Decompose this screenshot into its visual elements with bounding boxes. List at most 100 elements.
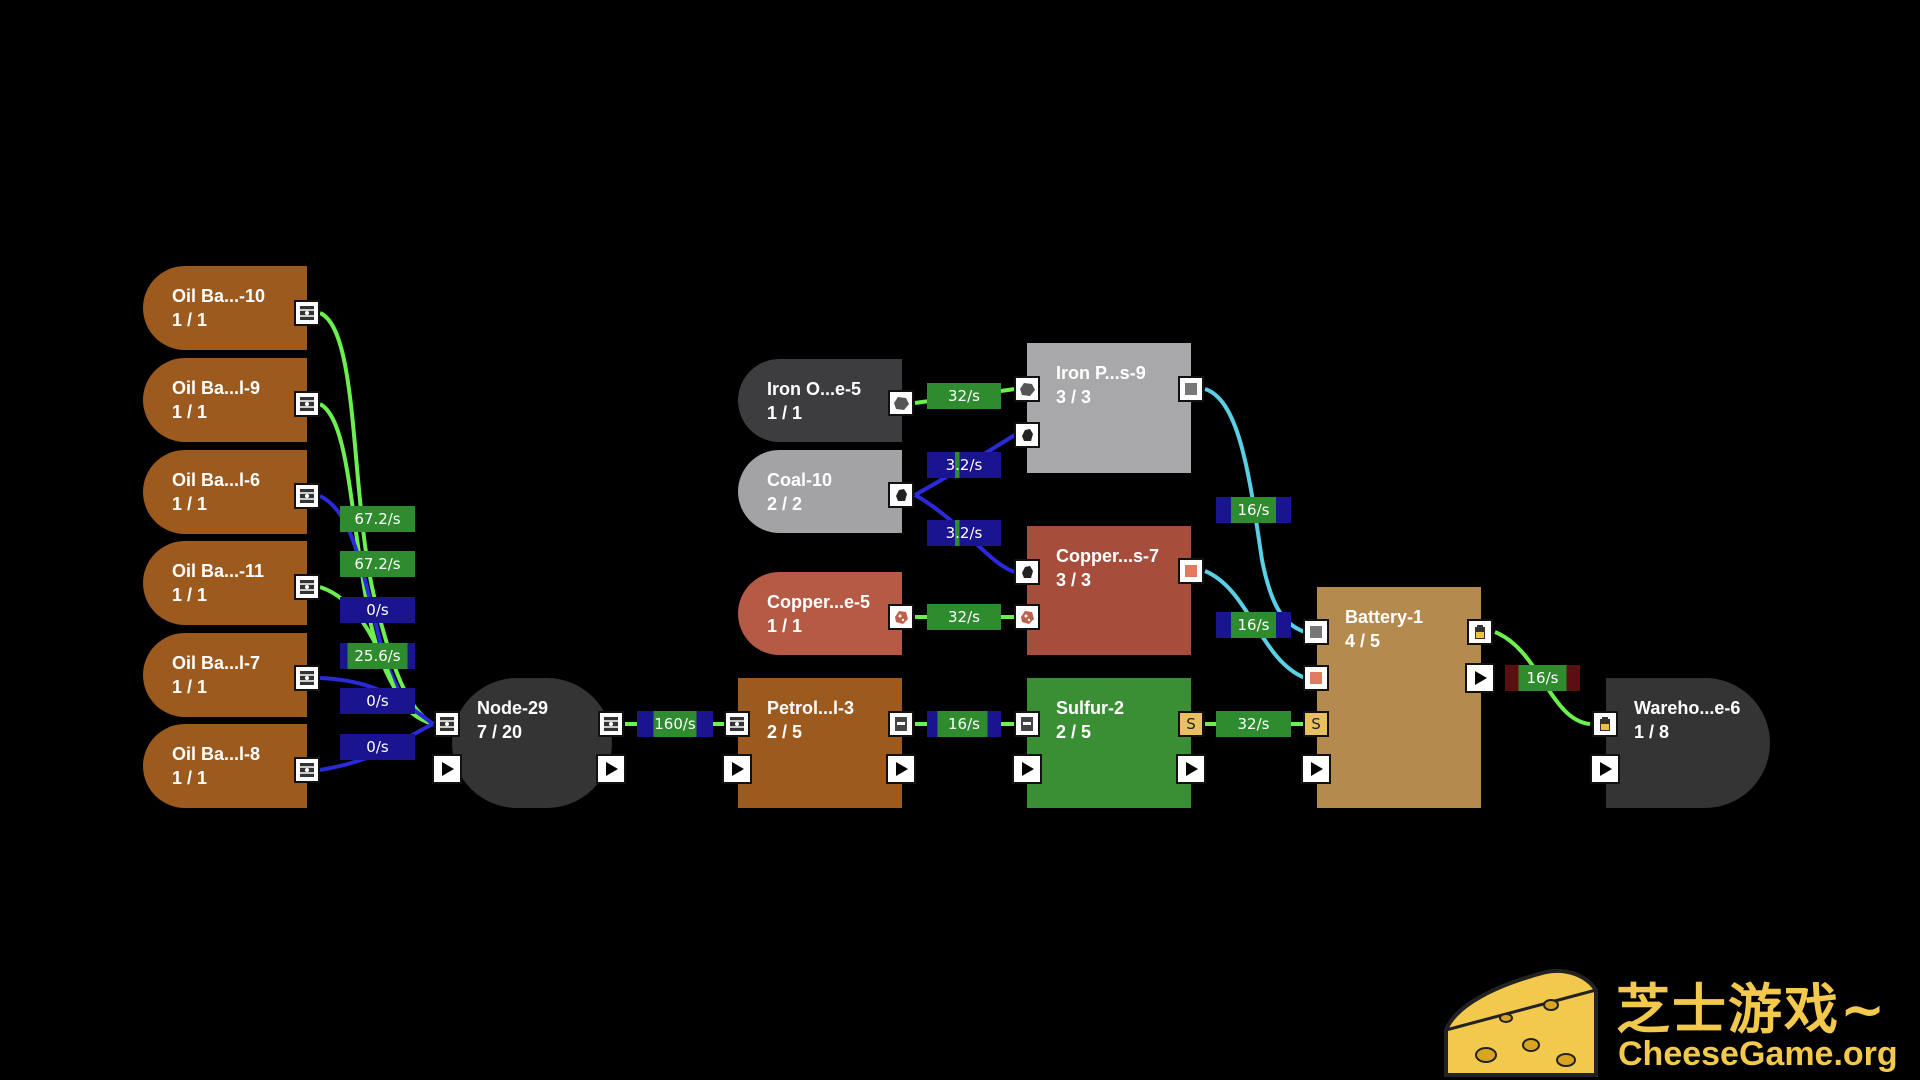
input-port-sulfur[interactable] [1014,711,1040,737]
output-port-oil-barrel-10[interactable] [294,300,320,326]
barrel-icon [300,489,314,503]
play-button-petroleum-out[interactable] [886,754,916,784]
watermark-english-text: CheeseGame.org [1618,1035,1898,1073]
rate-copper-ore: 32/s [927,604,1001,630]
rate-oil-barrel-7: 0/s [340,688,415,714]
rate-oil-barrel-11: 25.6/s [340,643,415,669]
input-port-warehouse[interactable] [1592,711,1618,737]
play-icon [442,762,454,776]
node-count: 2 / 2 [767,494,803,514]
rate-battery-to-warehouse: 16/s [1505,665,1580,691]
sulfur-icon: S [1311,715,1321,733]
output-port-oil-barrel-8[interactable] [294,757,320,783]
node-coal-10[interactable]: Coal-10 2 / 2 [738,450,902,533]
node-petroleum-3[interactable]: Petrol...l-3 2 / 5 [738,678,902,808]
input-port-copper-plate-ore[interactable] [1014,604,1040,630]
input-port-iron-plate-ore[interactable] [1014,376,1040,402]
node-count: 1 / 1 [172,585,208,605]
node-iron-plates-9[interactable]: Iron P...s-9 3 / 3 [1027,343,1191,473]
output-port-oil-barrel-11[interactable] [294,574,320,600]
play-button-sulfur-out[interactable] [1176,754,1206,784]
barrel-icon [300,580,314,594]
node-title: Battery-1 [1345,607,1424,627]
node-iron-ore-5[interactable]: Iron O...e-5 1 / 1 [738,359,902,442]
node-oil-barrel-9[interactable]: Oil Ba...l-9 1 / 1 [143,358,307,442]
node-title: Oil Ba...l-6 [172,470,261,490]
node-sulfur-2[interactable]: Sulfur-2 2 / 5 [1027,678,1191,808]
node-title: Iron P...s-9 [1056,363,1146,383]
node-copper-plates-7[interactable]: Copper...s-7 3 / 3 [1027,526,1191,655]
node-29[interactable]: Node-29 7 / 20 [452,678,612,808]
input-port-petroleum[interactable] [724,711,750,737]
node-count: 1 / 1 [172,310,208,330]
barrel-icon [604,717,618,731]
node-oil-barrel-11[interactable]: Oil Ba...-11 1 / 1 [143,541,307,625]
input-port-battery-copper[interactable] [1303,665,1329,691]
rate-node-to-petrol: 160/s [637,711,713,737]
play-button-battery-in[interactable] [1301,754,1331,784]
barrel-icon [300,763,314,777]
rate-oil-barrel-10: 67.2/s [340,506,415,532]
play-button-node-29-out[interactable] [596,754,626,784]
node-oil-barrel-8[interactable]: Oil Ba...l-8 1 / 1 [143,724,307,808]
node-title: Copper...e-5 [767,592,871,612]
input-port-node-29[interactable] [434,711,460,737]
node-count: 2 / 5 [1056,722,1092,742]
output-port-petroleum[interactable] [888,711,914,737]
node-battery-1[interactable]: Battery-1 4 / 5 [1317,587,1481,808]
output-port-coal[interactable] [888,482,914,508]
input-port-copper-plate-coal[interactable] [1014,559,1040,585]
play-icon [1186,762,1198,776]
output-port-node-29[interactable] [598,711,624,737]
iron-plate-icon [1310,626,1322,638]
barrel-icon [300,671,314,685]
node-count: 1 / 1 [172,677,208,697]
output-port-sulfur[interactable]: S [1178,711,1204,737]
play-icon [732,762,744,776]
node-count: 3 / 3 [1056,570,1092,590]
coal-icon [896,489,907,501]
petroleum-barrel-icon [1021,717,1033,731]
play-icon [1600,762,1612,776]
node-oil-barrel-10[interactable]: Oil Ba...-10 1 / 1 [143,266,307,350]
output-port-iron-plate[interactable] [1178,376,1204,402]
input-port-battery-sulfur[interactable]: S [1303,711,1329,737]
node-copper-ore-5[interactable]: Copper...e-5 1 / 1 [738,572,902,655]
node-title: Coal-10 [767,470,833,490]
output-port-oil-barrel-9[interactable] [294,391,320,417]
play-button-sulfur-in[interactable] [1012,754,1042,784]
input-port-battery-iron[interactable] [1303,619,1329,645]
coal-icon [1022,429,1033,441]
output-port-copper-plate[interactable] [1178,558,1204,584]
output-port-iron-ore[interactable] [888,390,914,416]
play-button-battery-out[interactable] [1465,663,1495,693]
iron-plate-icon [1185,383,1197,395]
node-count: 1 / 8 [1634,722,1670,742]
copper-plate-icon [1310,672,1322,684]
node-count: 3 / 3 [1056,387,1092,407]
output-port-battery[interactable] [1467,619,1493,645]
input-port-iron-plate-coal[interactable] [1014,422,1040,448]
rate-coal-to-iron: 3.2/s [927,452,1001,478]
petroleum-barrel-icon [895,717,907,731]
copper-ore-icon [895,611,908,624]
node-warehouse-6[interactable]: Wareho...e-6 1 / 8 [1606,678,1770,808]
node-oil-barrel-7[interactable]: Oil Ba...l-7 1 / 1 [143,633,307,717]
node-title: Node-29 [477,698,549,718]
rate-iron-ore: 32/s [927,383,1001,409]
output-port-copper-ore[interactable] [888,604,914,630]
output-port-oil-barrel-7[interactable] [294,665,320,691]
play-button-node-29-in[interactable] [432,754,462,784]
barrel-icon [730,717,744,731]
rate-petrol-to-sulfur: 16/s [927,711,1001,737]
coal-icon [1022,566,1033,578]
node-oil-barrel-6[interactable]: Oil Ba...l-6 1 / 1 [143,450,307,534]
output-port-oil-barrel-6[interactable] [294,483,320,509]
play-button-warehouse-in[interactable] [1590,754,1620,784]
play-button-petroleum-in[interactable] [722,754,752,784]
node-count: 1 / 1 [172,494,208,514]
node-title: Oil Ba...-10 [172,286,266,306]
battery-icon [1600,717,1610,731]
copper-ore-icon [1021,611,1034,624]
